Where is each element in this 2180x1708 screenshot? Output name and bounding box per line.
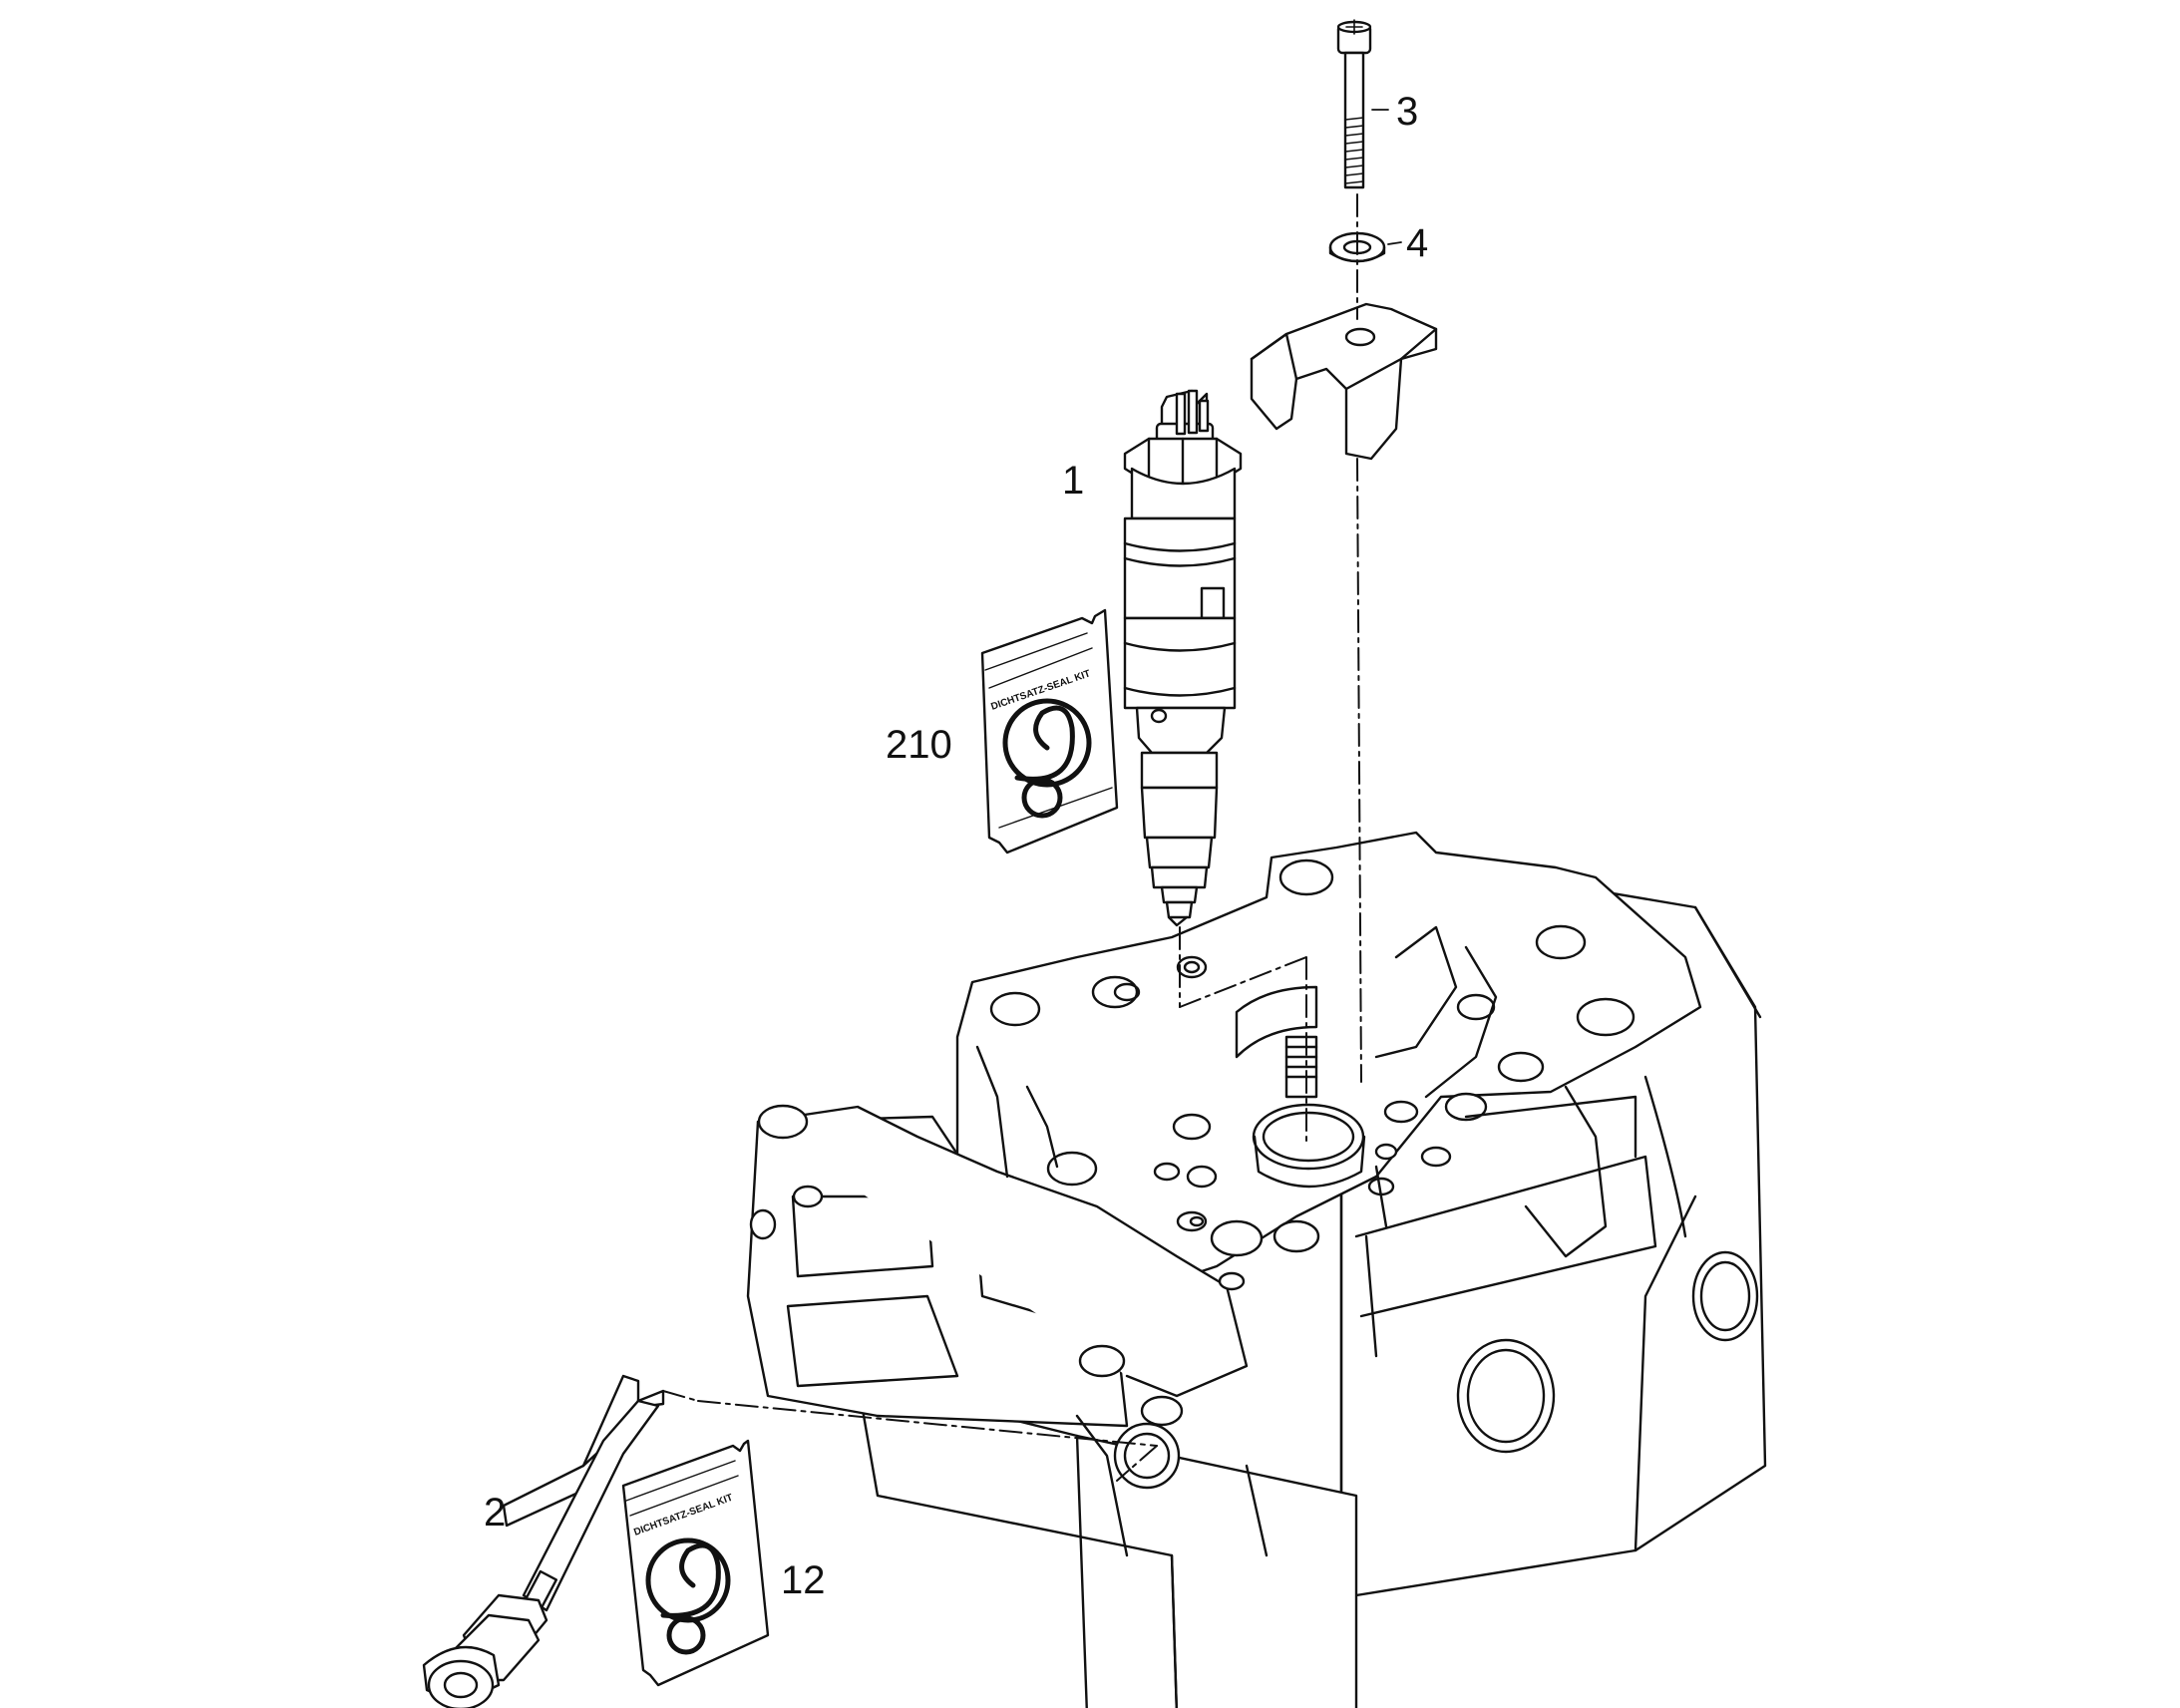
callout-washer: 4: [1406, 221, 1428, 265]
glow-plug: [424, 1376, 663, 1708]
leader-lines: [1372, 110, 1401, 244]
callout-injector: 1: [1062, 459, 1084, 503]
callout-screw: 3: [1396, 90, 1418, 134]
callout-seal-kit-injector: 210: [886, 723, 952, 767]
seal-kit-injector: [982, 610, 1117, 853]
seal-kit-glow-plug: [623, 1441, 768, 1685]
assembly-lines: [663, 194, 1361, 1481]
injector-clamp: [1252, 304, 1436, 459]
fuel-injector: [1125, 391, 1241, 925]
callout-glow-plug: 2: [484, 1491, 506, 1535]
cylinder-head: [748, 833, 1765, 1708]
screw: [1338, 20, 1370, 187]
callout-seal-kit-glow-plug: 12: [781, 1558, 826, 1602]
